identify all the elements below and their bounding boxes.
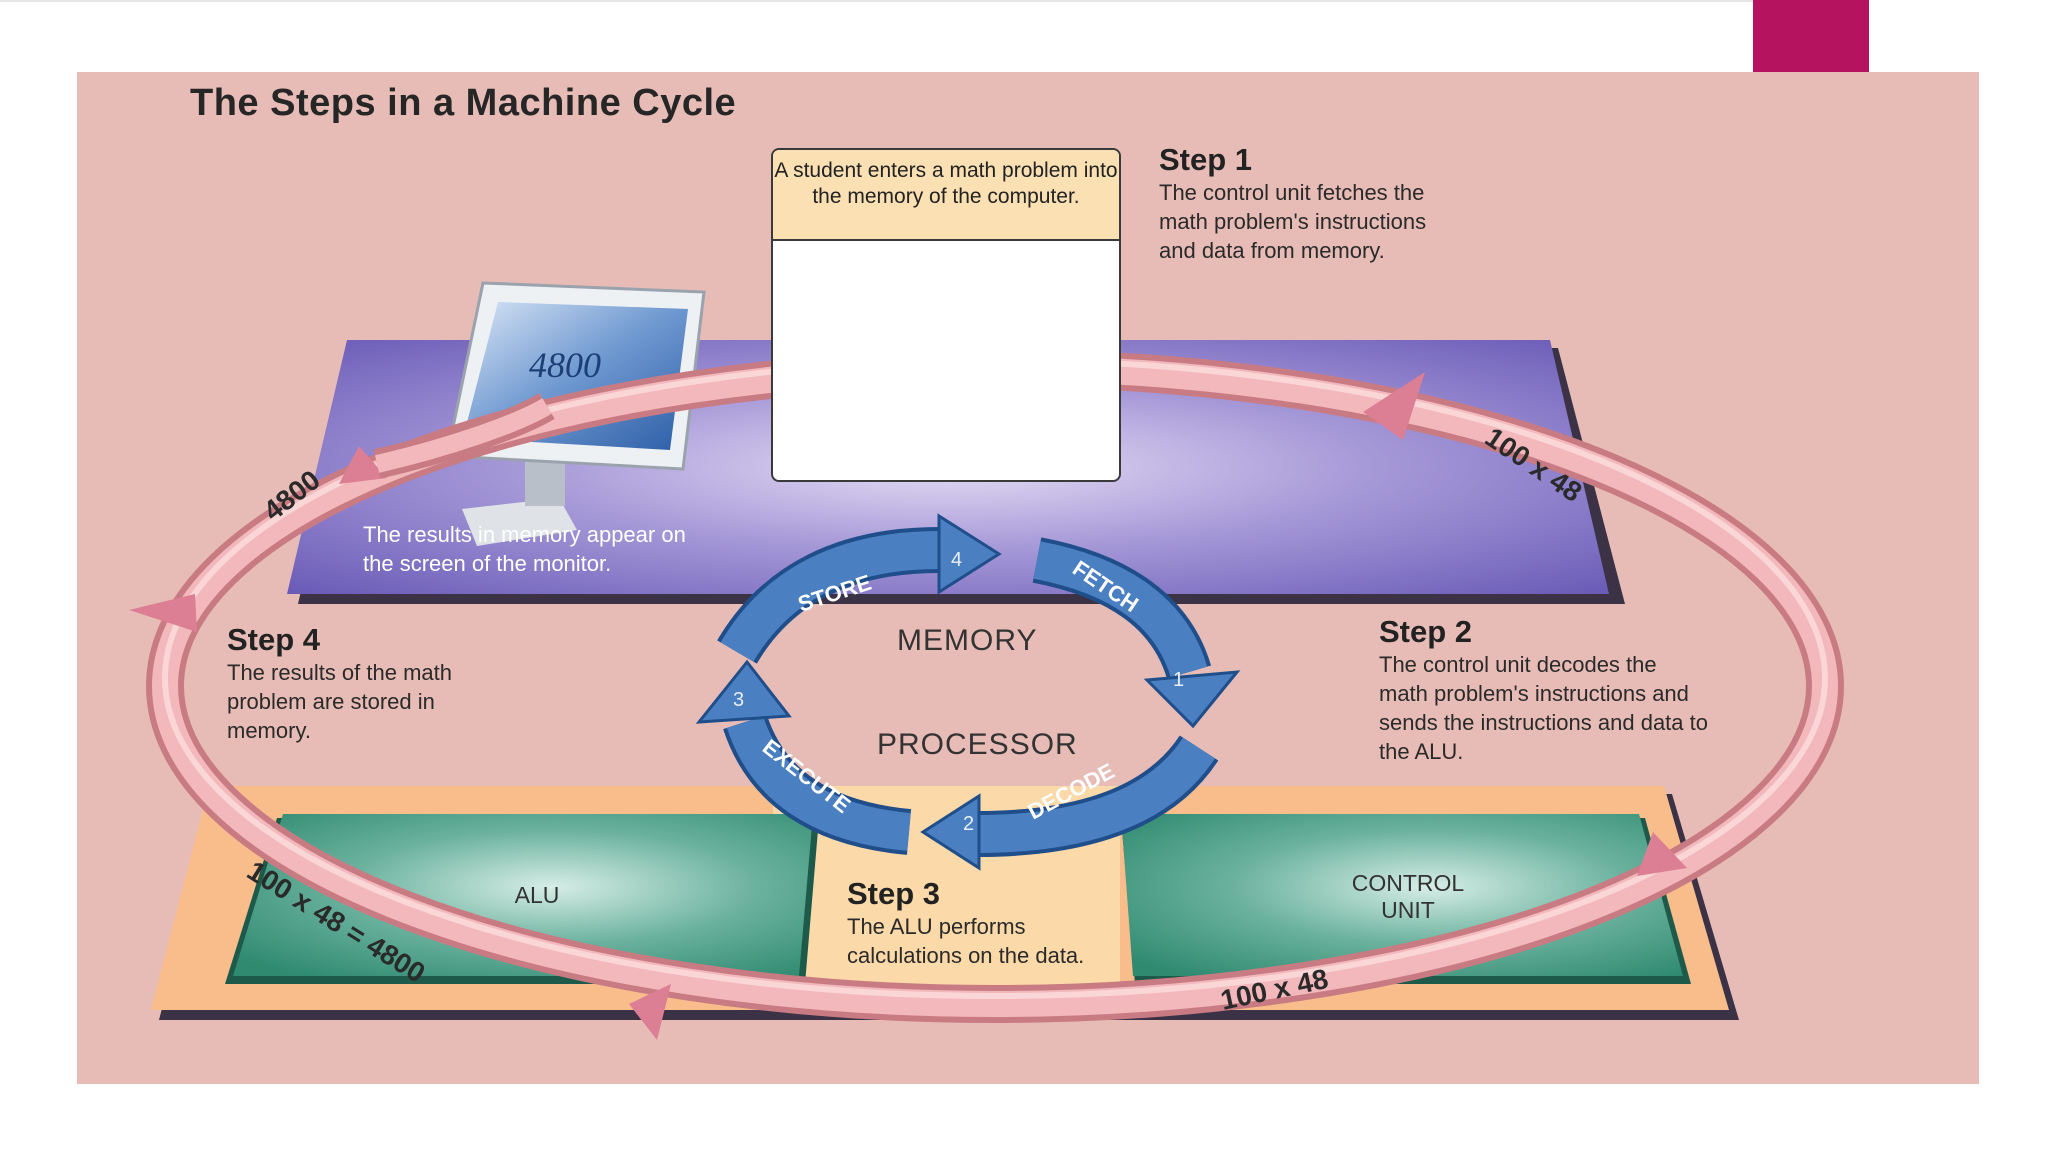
processor-label: PROCESSOR [877, 728, 1078, 761]
cycle-arrow-numbers: 1 2 3 4 [733, 549, 1184, 835]
control-unit-label-line2: UNIT [1381, 897, 1435, 923]
diagram-graphics: FETCH DECODE EXECUTE STORE 1 2 3 4 100 x… [129, 242, 1844, 1040]
step-2-text: The control unit decodes the math proble… [1379, 652, 1708, 764]
alu-label: ALU [514, 882, 560, 908]
loop-arrowheads [129, 372, 1687, 1040]
input-caption: A student enters a math problem into the… [773, 150, 1119, 241]
step-2-title: Step 2 [1379, 614, 1473, 649]
step-4-text: The results of the math problem are stor… [227, 660, 452, 743]
decode-number: 2 [963, 813, 974, 835]
cycle-arrows [695, 513, 1241, 871]
step-1-text: The control unit fetches the math proble… [1159, 180, 1427, 263]
fetch-number: 1 [1173, 669, 1184, 691]
step-1-title: Step 1 [1159, 142, 1253, 177]
execute-number: 3 [733, 689, 744, 711]
step-3-title: Step 3 [847, 876, 941, 911]
alu-box [225, 814, 819, 984]
step-3-text: The ALU performs calculations on the dat… [847, 914, 1085, 968]
top-rule [0, 0, 1753, 2]
memory-label: MEMORY [897, 624, 1038, 657]
monitor-value: 4800 [529, 345, 601, 385]
control-unit-label: CONTROL UNIT [1333, 870, 1483, 924]
monitor-caption: The results in memory appear on the scre… [363, 522, 686, 576]
accent-tab [1753, 0, 1869, 72]
control-unit-label-line1: CONTROL [1351, 870, 1465, 896]
diagram-panel: FETCH DECODE EXECUTE STORE 1 2 3 4 100 x… [77, 72, 1979, 1084]
store-number: 4 [951, 549, 962, 571]
input-photo-box: A student enters a math problem into the… [771, 148, 1121, 482]
diagram-title: The Steps in a Machine Cycle [190, 82, 737, 124]
step-4-title: Step 4 [227, 622, 321, 657]
